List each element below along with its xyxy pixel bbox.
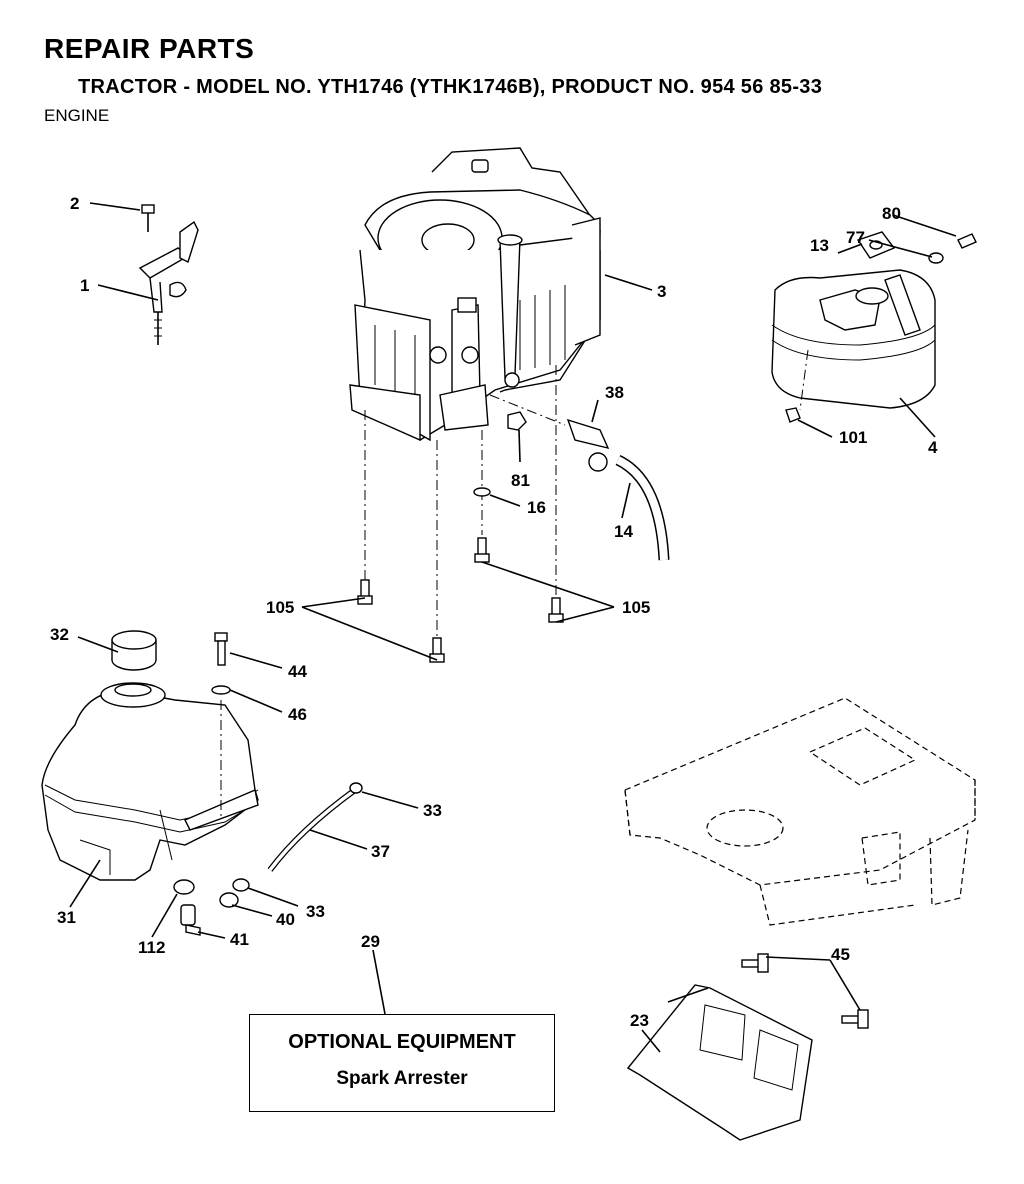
callout-numbers: 1 2 3 4 13 14 16 23 29 31 32 33 33 37 38… xyxy=(50,194,938,1030)
optional-equipment-box: OPTIONAL EQUIPMENT Spark Arrester xyxy=(249,1014,555,1112)
leader-lines xyxy=(69,202,957,1053)
callout-101: 101 xyxy=(839,428,867,447)
muffler-part xyxy=(771,231,977,423)
callout-105b: 105 xyxy=(622,598,650,617)
shutoff-valve-part xyxy=(566,418,610,472)
callout-81: 81 xyxy=(511,471,530,490)
model-subtitle: TRACTOR - MODEL NO. YTH1746 (YTHK1746B),… xyxy=(78,76,823,98)
bolt-44-part xyxy=(214,632,228,666)
clamp-33-part xyxy=(349,782,363,794)
fuel-cap-part xyxy=(111,630,157,671)
callout-40: 40 xyxy=(276,910,295,929)
callout-45: 45 xyxy=(831,945,850,964)
callout-44: 44 xyxy=(288,662,307,681)
callout-23: 23 xyxy=(630,1011,649,1030)
callout-105a: 105 xyxy=(266,598,294,617)
washer-46-part xyxy=(211,685,231,695)
screw-45-part xyxy=(741,953,869,1029)
callout-37: 37 xyxy=(371,842,390,861)
callout-4: 4 xyxy=(928,438,938,457)
callout-46: 46 xyxy=(288,705,307,724)
bushing-112-part xyxy=(173,879,195,895)
fuel-tank-part xyxy=(41,682,259,881)
optional-equipment-title: OPTIONAL EQUIPMENT xyxy=(288,1031,516,1053)
callout-32: 32 xyxy=(50,625,69,644)
clamp-33b-part xyxy=(232,878,250,892)
callout-14: 14 xyxy=(614,522,633,541)
page-title: REPAIR PARTS xyxy=(44,33,255,64)
nut-81-part xyxy=(507,411,527,431)
callout-16: 16 xyxy=(527,498,546,517)
callout-3: 3 xyxy=(657,282,666,301)
tractor-frame-part xyxy=(624,697,976,926)
callout-1: 1 xyxy=(80,276,89,295)
callout-2: 2 xyxy=(70,194,79,213)
section-label: ENGINE xyxy=(44,106,110,125)
callout-33a: 33 xyxy=(423,801,442,820)
bolt-105-part xyxy=(357,537,564,663)
callout-41: 41 xyxy=(230,930,249,949)
callout-13: 13 xyxy=(810,236,829,255)
callout-29: 29 xyxy=(361,932,380,951)
clamp-40-part xyxy=(219,892,239,908)
engine-part xyxy=(349,147,601,442)
callout-31: 31 xyxy=(57,908,76,927)
spark-arrester-label: Spark Arrester xyxy=(336,1068,468,1089)
callout-77: 77 xyxy=(846,228,865,247)
washer-16-part xyxy=(473,487,491,497)
throttle-control-part xyxy=(138,204,199,345)
callout-80: 80 xyxy=(882,204,901,223)
callout-38: 38 xyxy=(605,383,624,402)
heat-shield-part xyxy=(626,984,813,1141)
callout-112: 112 xyxy=(138,938,165,957)
elbow-41-part xyxy=(180,904,201,936)
callout-33b: 33 xyxy=(306,902,325,921)
